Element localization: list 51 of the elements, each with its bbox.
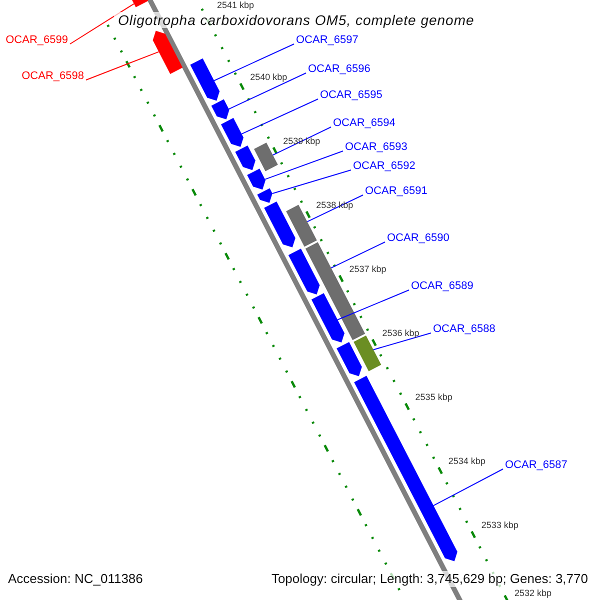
scale-label: 2539 kbp — [283, 136, 320, 147]
scale-label: 2540 kbp — [250, 72, 288, 83]
gene-segment — [288, 248, 320, 294]
leader-line — [330, 242, 386, 268]
gene-block — [254, 142, 278, 172]
gene-label: OCAR_6587 — [505, 459, 568, 472]
gene-label: OCAR_6596 — [308, 63, 370, 76]
gene-label: OCAR_6595 — [320, 89, 382, 102]
leader-line — [228, 72, 306, 110]
leader-line — [306, 194, 364, 222]
gene-segment — [235, 146, 256, 170]
scale-label: 2536 kbp — [382, 328, 420, 339]
leader-line — [241, 98, 318, 134]
scale-label: 2534 kbp — [448, 456, 486, 467]
scale-label: 2541 kbp — [217, 0, 254, 11]
gene-label: OCAR_6598 — [22, 70, 84, 83]
gene-label: OCAR_6589 — [411, 280, 474, 293]
gene-label: OCAR_6594 — [333, 117, 396, 130]
gene-label: OCAR_6590 — [387, 232, 450, 245]
scale-label: 2537 kbp — [349, 264, 386, 275]
accession-text: Accession: NC_011386 — [8, 571, 143, 587]
gene-label: OCAR_6599 — [6, 34, 68, 47]
leader-line — [214, 44, 294, 82]
leader-line — [86, 51, 160, 80]
scale-label: 2533 kbp — [481, 520, 518, 531]
gene-label: OCAR_6593 — [345, 141, 408, 154]
scale-label: 2535 kbp — [415, 392, 452, 403]
leader-line — [272, 170, 352, 194]
gene-label: OCAR_6597 — [296, 34, 358, 47]
scale-label: 2538 kbp — [316, 200, 354, 211]
gene-segment — [152, 30, 183, 74]
gene-segment — [190, 58, 220, 101]
gene-segment — [221, 118, 244, 147]
leader-line — [70, 3, 134, 44]
gene-segment — [311, 293, 344, 342]
gene-segment — [257, 188, 272, 203]
gene-segment — [247, 168, 266, 190]
leader-line — [337, 290, 410, 320]
gene-block — [354, 336, 382, 372]
gene-label: OCAR_6592 — [353, 160, 416, 173]
leader-line — [264, 150, 344, 180]
leader-line — [433, 468, 504, 506]
gene-segment — [211, 99, 230, 120]
gene-segment — [264, 202, 296, 248]
scale-label: 2532 kbp — [514, 588, 552, 599]
gene-label: OCAR_6591 — [365, 185, 428, 198]
leader-line — [272, 126, 332, 156]
leader-line — [372, 332, 432, 350]
gene-segment — [336, 342, 362, 376]
gene-block — [286, 204, 317, 247]
gene-label: OCAR_6588 — [433, 323, 496, 336]
